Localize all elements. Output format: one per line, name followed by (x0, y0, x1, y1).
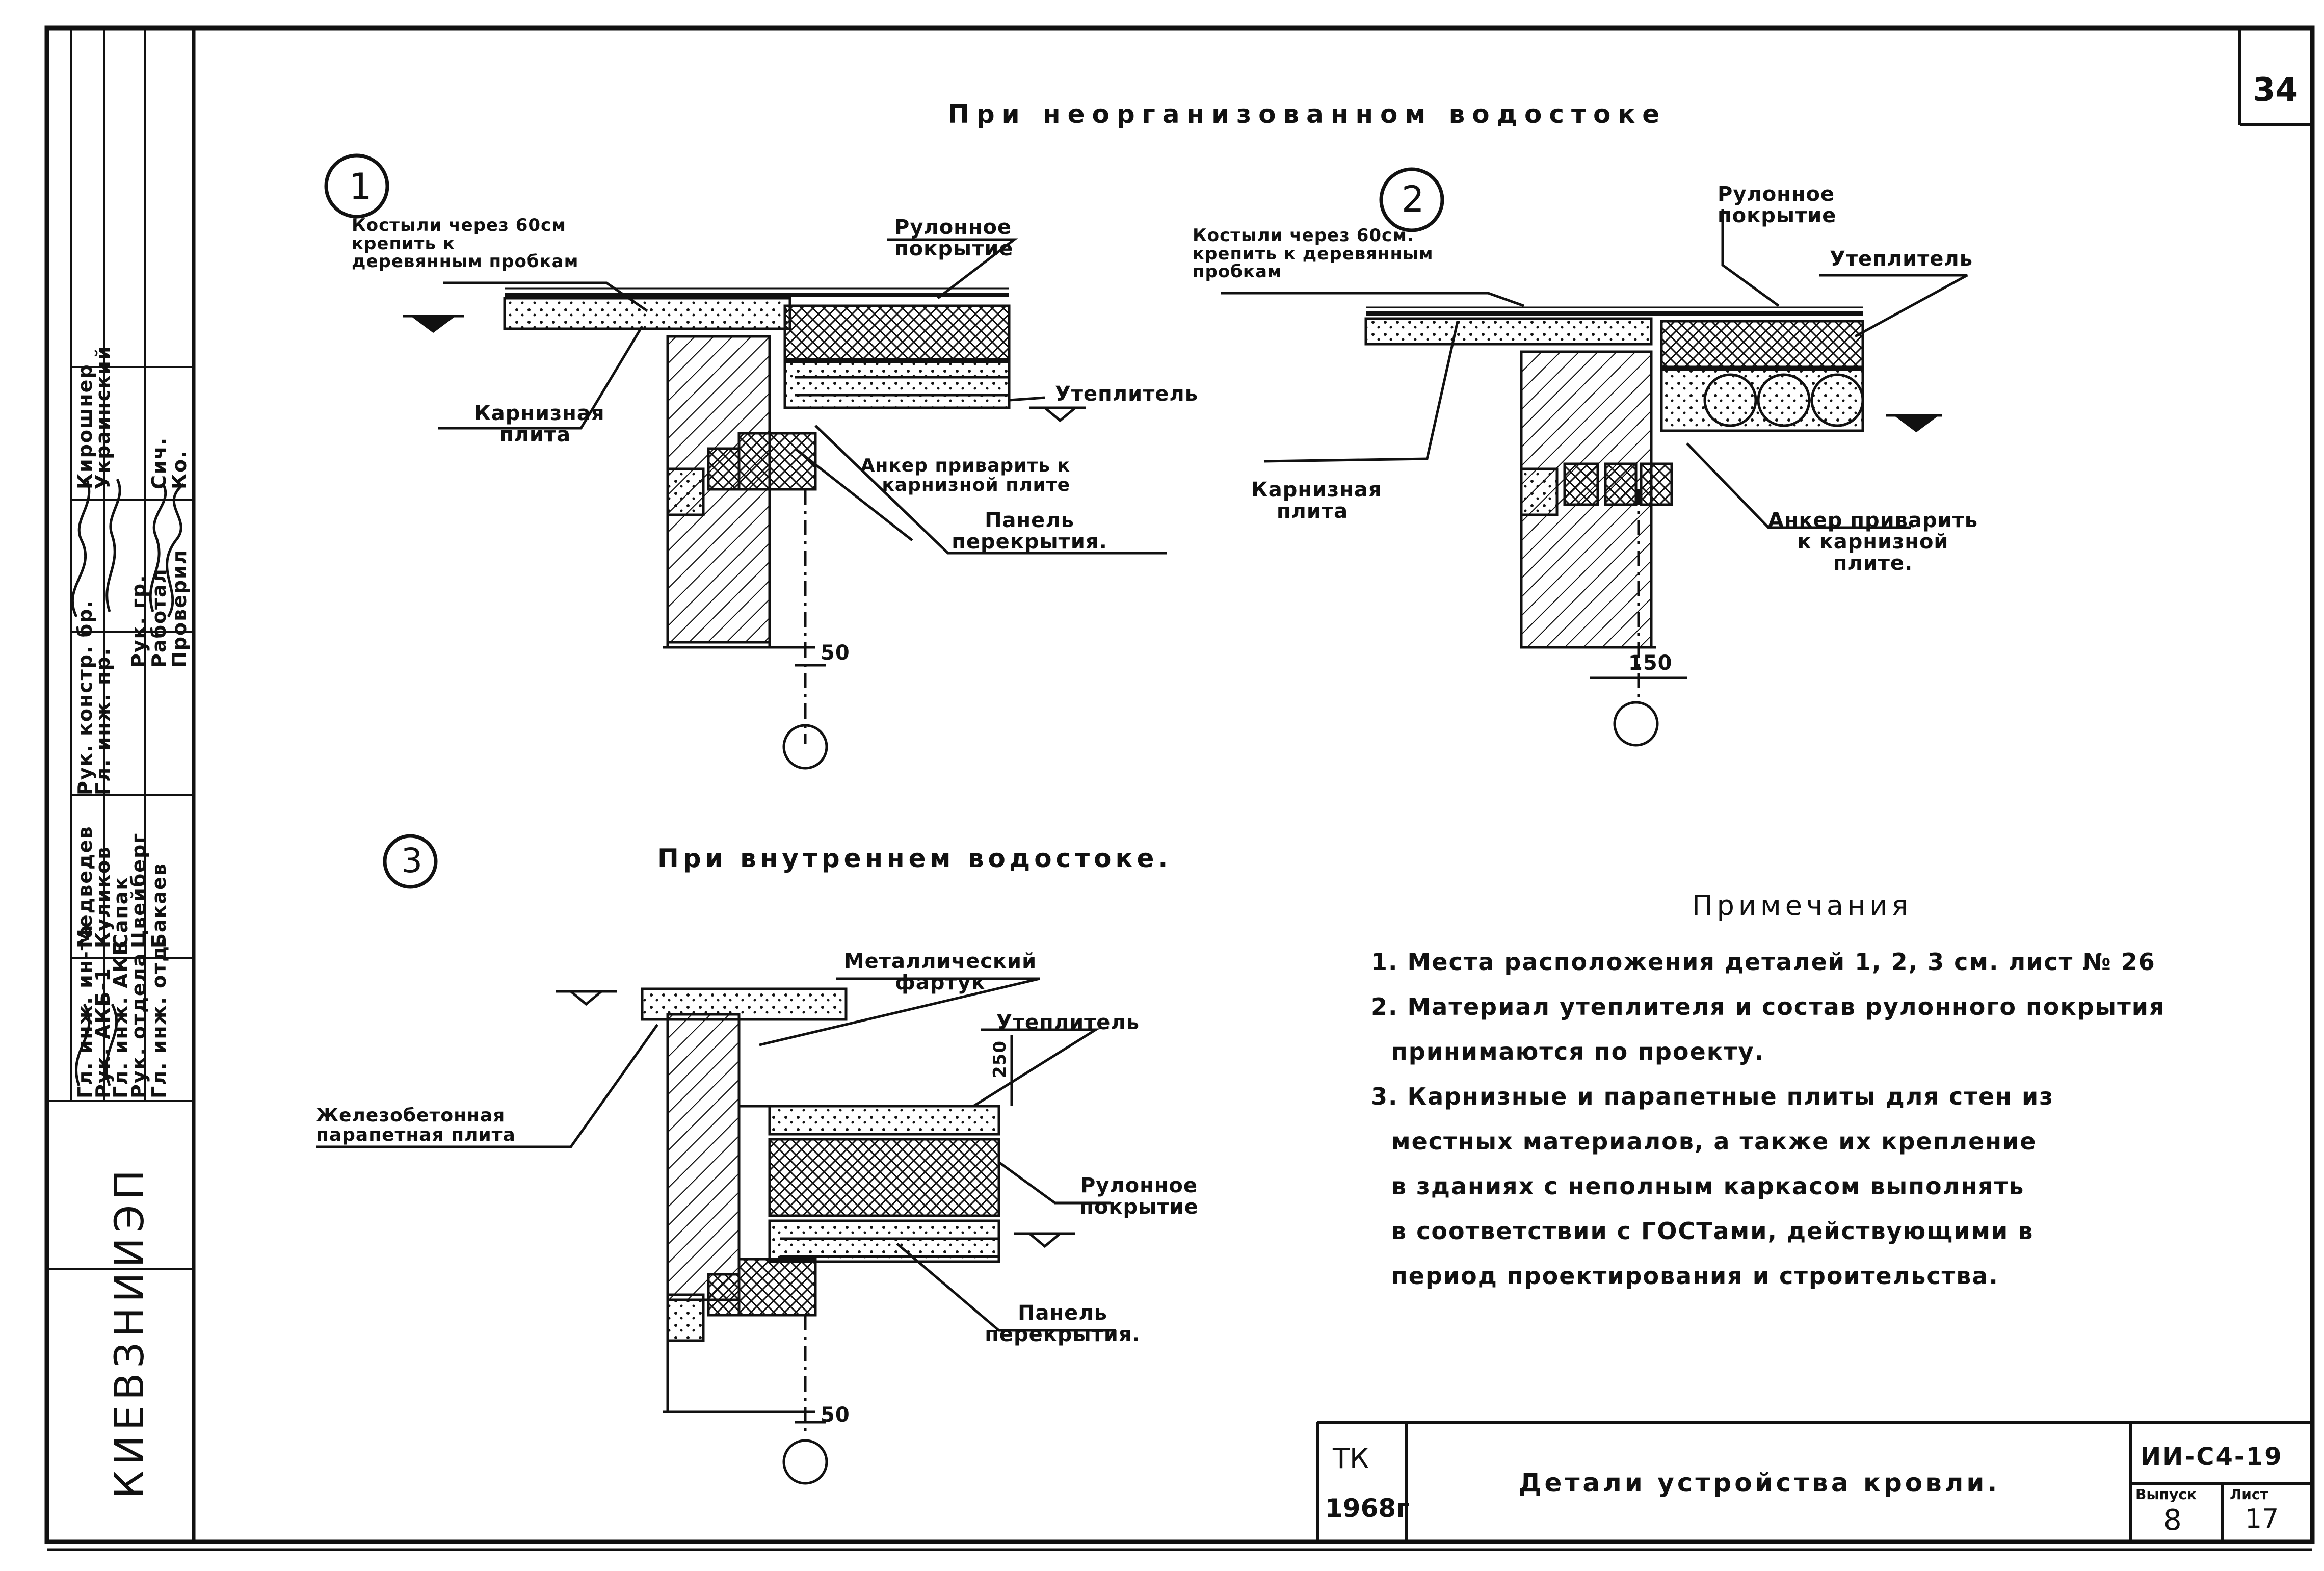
heading-internal-drainage: При внутреннем водостоке. (657, 844, 1172, 873)
detail-2-marker: 2 (1402, 178, 1424, 220)
detail-1-crutches-label: Костыли через 60см крепить к деревянным … (352, 215, 579, 272)
notes-list: 1. Места расположения деталей 1, 2, 3 см… (1371, 948, 2165, 1307)
detail-3-panel-label: Панель перекрытия. (985, 1301, 1141, 1346)
note-line: 2. Материал утеплителя и состав рулонног… (1371, 993, 2165, 1020)
title-block-sheet-value: 17 (2245, 1504, 2279, 1534)
title-block-sheet-label: Лист (2230, 1486, 2268, 1503)
detail-3-apron-label: Металлический фартук (843, 950, 1037, 994)
note-line: принимаются по проекту. (1391, 1038, 1765, 1065)
stamp-grid (47, 28, 194, 1270)
detail-3-roll-roof-label: Рулонное покрытие (1079, 1174, 1199, 1219)
note-line: 1. Места расположения деталей 1, 2, 3 см… (1371, 948, 2156, 976)
sheet-number-box (2238, 28, 2312, 126)
detail-2-anchor-label: Анкер приварить к карнизной плите. (1767, 509, 1978, 575)
title-block-org-code: ТК (1333, 1443, 1369, 1475)
detail-3-parapet-label: Железобетонная парапетная плита (316, 1105, 516, 1145)
detail-3-insulation-label: Утеплитель (996, 1011, 1140, 1034)
detail-1-dimension: 50 (821, 641, 850, 665)
detail-1-panel-label: Панель перекрытия. (952, 509, 1107, 554)
detail-1 (324, 153, 1167, 770)
stamp-signatures (71, 478, 184, 1086)
detail-2-crutches-label: Костыли через 60см. крепить к деревянным… (1193, 225, 1434, 282)
detail-3 (316, 834, 1116, 1485)
notes-title: Примечания (1692, 889, 1912, 922)
detail-2 (1221, 167, 1968, 747)
note-line: в соответствии с ГОСТами, действующими в (1391, 1217, 2034, 1245)
note-line: 3. Карнизные и парапетные плиты для стен… (1371, 1083, 2054, 1110)
detail-3-dim-50: 50 (821, 1403, 850, 1427)
detail-3-marker: 3 (401, 841, 422, 880)
detail-1-anchor-label: Анкер приварить к карнизной плите (860, 455, 1070, 495)
detail-1-insulation-label: Утеплитель (1055, 382, 1199, 406)
note-line: период проектирования и строительства. (1391, 1262, 1999, 1290)
heading-unorganized-drainage: При неорганизованном водостоке (948, 99, 1667, 129)
title-block-issue-label: Выпуск (2135, 1486, 2197, 1503)
detail-2-dimension: 150 (1628, 651, 1673, 675)
detail-1-marker: 1 (349, 166, 372, 207)
sheet-number: 34 (2253, 71, 2299, 109)
title-block-drawing-title: Детали устройства кровли. (1519, 1468, 2000, 1498)
sheet-frame (44, 25, 2315, 1551)
note-line: местных материалов, а также их крепление (1391, 1128, 2037, 1155)
title-block-issue-value: 8 (2163, 1504, 2182, 1537)
detail-3-dim-250: 250 (990, 1040, 1010, 1078)
detail-1-cornice-slab-label: Карнизная плита (474, 402, 605, 447)
detail-1-roll-roof-label: Рулонное покрытие (894, 216, 1014, 260)
detail-2-insulation-label: Утеплитель (1830, 247, 1973, 271)
note-line: в зданиях с неполным каркасом выполнять (1391, 1172, 2025, 1200)
title-block-series-code: ИИ-С4-19 (2141, 1443, 2283, 1471)
title-block-year: 1968г (1325, 1494, 1410, 1523)
title-block (1316, 1421, 2312, 1542)
detail-2-roll-roof-label: Рулонное покрытие (1718, 182, 1837, 227)
stamp-institute: КИЕВЗНИИЭП (107, 1165, 153, 1499)
detail-2-cornice-slab-label: Карнизная плита (1251, 478, 1382, 523)
